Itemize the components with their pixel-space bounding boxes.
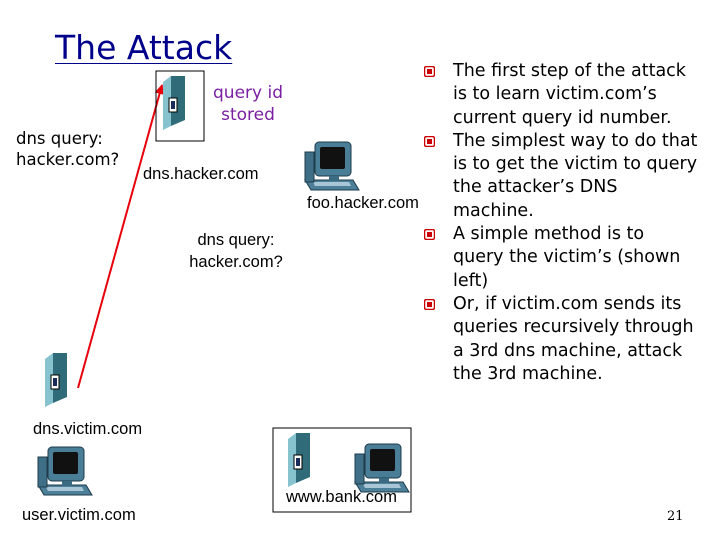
bullet-list: The first step of the attack is to learn… xyxy=(424,60,699,386)
server-icon xyxy=(44,353,67,407)
foo-hacker-label: foo.hacker.com xyxy=(307,194,419,213)
bullet-icon xyxy=(424,299,435,310)
bullet-item: The simplest way to do that is to get th… xyxy=(424,130,699,223)
bullet-icon xyxy=(424,66,435,77)
bullet-text: The first step of the attack is to learn… xyxy=(453,61,686,128)
dns-hacker-label: dns.hacker.com xyxy=(143,165,259,184)
bullet-text: The simplest way to do that is to get th… xyxy=(453,131,697,221)
server-icon xyxy=(287,433,310,487)
computer-icon xyxy=(355,444,409,492)
user-victim-label: user.victim.com xyxy=(22,506,136,525)
page-number: 21 xyxy=(667,509,684,524)
bullet-item: The first step of the attack is to learn… xyxy=(424,60,699,130)
query-id-stored-label: query id stored xyxy=(205,82,291,126)
dns-query-center-label: dns query: hacker.com? xyxy=(177,229,295,273)
computer-icon xyxy=(38,447,92,495)
bullet-text: Or, if victim.com sends its queries recu… xyxy=(453,294,694,384)
bullet-item: A simple method is to query the victim’s… xyxy=(424,223,699,293)
bullet-item: Or, if victim.com sends its queries recu… xyxy=(424,293,699,386)
bullet-text: A simple method is to query the victim’s… xyxy=(453,224,680,291)
www-bank-label: www.bank.com xyxy=(286,488,397,507)
bullet-icon xyxy=(424,136,435,147)
dns-query-left-label: dns query: hacker.com? xyxy=(16,128,131,170)
server-icon xyxy=(162,76,185,130)
dns-victim-label: dns.victim.com xyxy=(33,420,142,439)
computer-icon xyxy=(305,142,359,190)
bullet-icon xyxy=(424,229,435,240)
